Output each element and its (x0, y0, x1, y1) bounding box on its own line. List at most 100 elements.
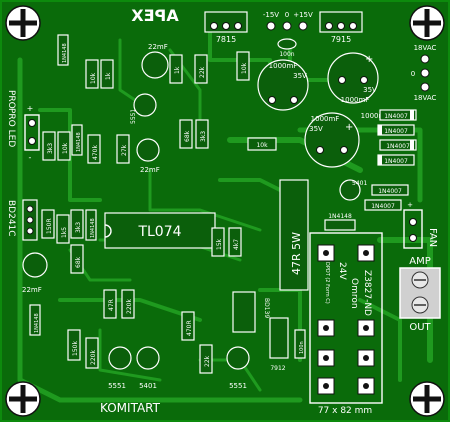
resistor-22k-b: 22k (199, 344, 213, 374)
svg-text:Omron: Omron (349, 278, 359, 309)
transistor-5401-bottom: 5401 (136, 346, 160, 390)
diode-1n4148-b: 1N4148 (85, 209, 97, 241)
svg-text:35V: 35V (309, 125, 323, 133)
transistor-5551-c: 5551 (226, 346, 250, 390)
capacitor-22mf-mid: 22mF (136, 138, 160, 174)
svg-text:DPDT (2 Form C): DPDT (2 Form C) (324, 262, 330, 304)
label-pro: PRO (6, 90, 16, 109)
svg-text:27k: 27k (121, 144, 128, 156)
mounting-hole-top-left (5, 5, 41, 41)
svg-text:1N4007: 1N4007 (371, 203, 395, 210)
svg-text:5401: 5401 (352, 180, 367, 187)
resistor-470k: 470k (87, 134, 101, 164)
svg-text:+15V: +15V (293, 11, 313, 19)
transistor-5551-b: 5551 (108, 346, 132, 390)
transistor-5401-top: 5401 (339, 179, 367, 201)
svg-text:22k: 22k (199, 66, 206, 78)
svg-text:3k3: 3k3 (200, 131, 207, 142)
svg-text:22k: 22k (204, 355, 211, 367)
svg-text:100n: 100n (279, 51, 294, 58)
svg-text:-15V: -15V (263, 11, 279, 19)
resistor-3k3-b: 3k3 (70, 209, 84, 239)
svg-text:35V: 35V (293, 72, 307, 80)
svg-text:220k: 220k (90, 350, 97, 365)
svg-text:1000mF: 1000mF (361, 112, 390, 120)
svg-text:47R: 47R (108, 299, 115, 311)
svg-text:7912: 7912 (270, 365, 285, 372)
transistor-bd241c (22, 199, 38, 241)
svg-text:1N4148: 1N4148 (34, 313, 40, 333)
svg-text:1N4007: 1N4007 (378, 188, 402, 195)
svg-text:18VAC: 18VAC (414, 94, 437, 102)
resistor-3k3-a: 3k3 (42, 131, 56, 161)
resistor-4k7: 4k7 (228, 227, 242, 257)
ic-tl074: TL074 (104, 212, 216, 249)
transistor-5551-a: 5551 (130, 93, 157, 124)
svg-text:10k: 10k (62, 142, 69, 154)
svg-text:+: + (345, 122, 353, 133)
label-bd241c: BD241C (6, 200, 16, 237)
svg-text:100n: 100n (299, 341, 305, 354)
svg-text:3k3: 3k3 (47, 143, 54, 154)
svg-text:150k: 150k (72, 341, 79, 356)
svg-text:FAN: FAN (427, 228, 438, 247)
svg-text:1N4148: 1N4148 (90, 218, 96, 238)
svg-text:470R: 470R (186, 320, 193, 336)
svg-text:22mF: 22mF (148, 43, 168, 51)
svg-text:1N4007: 1N4007 (386, 143, 410, 150)
resistor-68k-a: 68k (70, 244, 84, 274)
svg-text:5551: 5551 (108, 382, 126, 390)
transistor-bd139: BD139 (232, 291, 270, 333)
svg-text:35V: 35V (363, 86, 377, 94)
diode-1n4007-1: 1N4007 (379, 109, 417, 121)
mounting-hole-bottom-right (409, 381, 445, 417)
capacitor-22mf-top: 22mF (141, 43, 169, 79)
diode-1n4148-c: 1N4148 (29, 304, 41, 336)
svg-text:TL074: TL074 (137, 224, 181, 240)
svg-text:1000mF: 1000mF (311, 115, 340, 123)
svg-text:1N4148: 1N4148 (62, 43, 68, 63)
pro-led-header: + - (24, 104, 40, 162)
resistor-47r-5w: 47R 5W (279, 179, 309, 291)
svg-text:1N4007: 1N4007 (384, 113, 408, 120)
svg-text:47R 5W: 47R 5W (290, 232, 303, 275)
svg-text:Z3827-ND: Z3827-ND (362, 270, 372, 316)
capacitor-1000mf-d: 1000mF (361, 112, 390, 120)
capacitor-1000mf-a: 1000mF 35V (257, 59, 309, 111)
resistor-150r: 150R (41, 209, 55, 239)
brand-mirrored: APEX (131, 6, 179, 25)
svg-text:10k: 10k (256, 142, 268, 149)
svg-text:220k: 220k (126, 299, 133, 314)
capacitor-1000mf-b: + 35V 1000mF (327, 52, 379, 104)
resistor-10k-c: 10k (236, 51, 250, 81)
svg-text:68k: 68k (184, 130, 191, 142)
regulator-7915: 7915 (319, 11, 363, 44)
resistor-150k: 150k (67, 329, 81, 361)
resistor-27k: 27k (116, 134, 130, 164)
amp-out-terminal: AMP OUT (399, 256, 441, 333)
resistor-3k3-c: 3k3 (195, 119, 209, 149)
fan-connector: + FAN (403, 201, 438, 249)
credit-komitart: KOMITART (100, 401, 161, 415)
relay-omron: Z3827-ND 24V Omron DPDT (2 Form C) (309, 232, 383, 404)
svg-text:1N4148: 1N4148 (328, 213, 352, 220)
supply-header: -15V 0 +15V 100n (263, 11, 313, 58)
resistor-1k-a: 1k (100, 59, 114, 89)
svg-text:1000mF: 1000mF (269, 62, 298, 70)
svg-text:10k: 10k (90, 72, 97, 84)
svg-text:1N4007: 1N4007 (384, 158, 408, 165)
svg-text:15k: 15k (216, 238, 223, 250)
regulator-7815: 7815 (204, 11, 248, 44)
resistor-1k-b: 1k (169, 54, 183, 84)
resistor-47r: 47R (103, 289, 117, 319)
svg-text:10k: 10k (241, 62, 248, 74)
svg-text:0: 0 (285, 11, 289, 19)
svg-text:0: 0 (411, 70, 415, 78)
svg-text:+: + (365, 54, 373, 65)
diode-1n4007-5: 1N4007 (371, 184, 409, 196)
diode-1n4148-e: 1N4148 (324, 213, 356, 231)
svg-text:22mF: 22mF (140, 166, 160, 174)
svg-text:+: + (27, 104, 34, 113)
